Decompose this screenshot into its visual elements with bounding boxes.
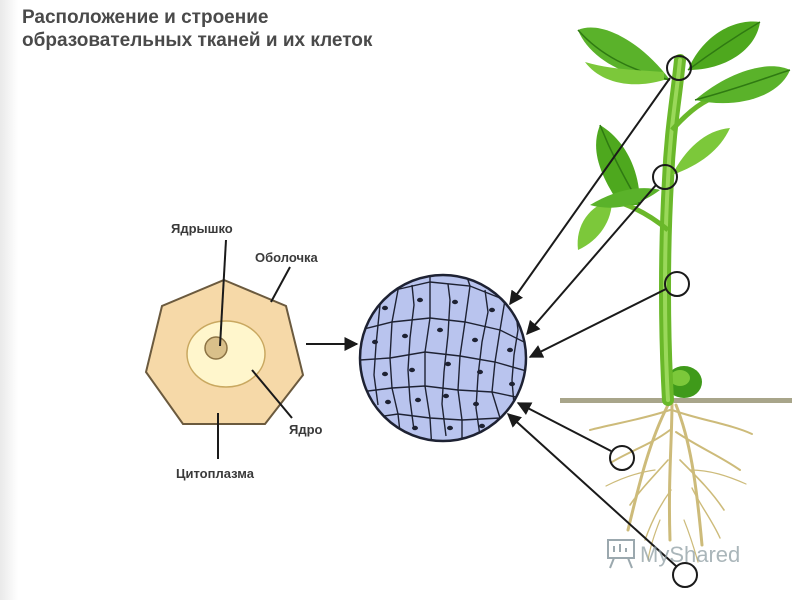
- title-line-1: Расположение и строение: [22, 7, 269, 28]
- connector-arrows: [306, 77, 677, 567]
- cell-label-pointers: [217, 239, 293, 459]
- plant-roots: [589, 400, 753, 563]
- arrow-bud: [526, 184, 657, 336]
- title-line-2: образовательных тканей и их клеток: [22, 30, 373, 51]
- marker-bud: [652, 164, 678, 190]
- label-membrane: Оболочка: [255, 250, 319, 265]
- arrow-shoot-tip: [509, 77, 671, 306]
- presentation-board-icon: [607, 539, 635, 569]
- slide-edge-shadow: [0, 0, 18, 600]
- label-cytoplasm: Цитоплазма: [176, 466, 255, 481]
- cell-illustration: [144, 278, 305, 425]
- cell-nucleolus: [204, 336, 228, 360]
- watermark-text: MyShared: [640, 542, 740, 567]
- meristem-tissue: [358, 273, 528, 443]
- marker-internode: [664, 271, 690, 297]
- ground-line: [560, 398, 792, 403]
- label-nucleus: Ядро: [289, 422, 323, 437]
- marker-shoot-tip: [666, 55, 692, 81]
- marker-lateral-root: [609, 445, 635, 471]
- arrow-internode: [528, 288, 667, 358]
- slide-title: Расположение и строение образовательных …: [22, 6, 502, 52]
- tissue-outline: [358, 273, 528, 443]
- arrow-root-tip: [506, 413, 677, 567]
- watermark: MyShared: [607, 539, 740, 569]
- marker-root-tip: [672, 562, 698, 588]
- plant-illustration: [560, 21, 792, 588]
- tissue-cell-nuclei: [372, 297, 515, 431]
- label-nucleolus: Ядрышко: [171, 221, 233, 236]
- plant-leaves: [577, 21, 791, 250]
- arrow-lateral-root: [516, 402, 612, 452]
- location-markers: [609, 55, 698, 588]
